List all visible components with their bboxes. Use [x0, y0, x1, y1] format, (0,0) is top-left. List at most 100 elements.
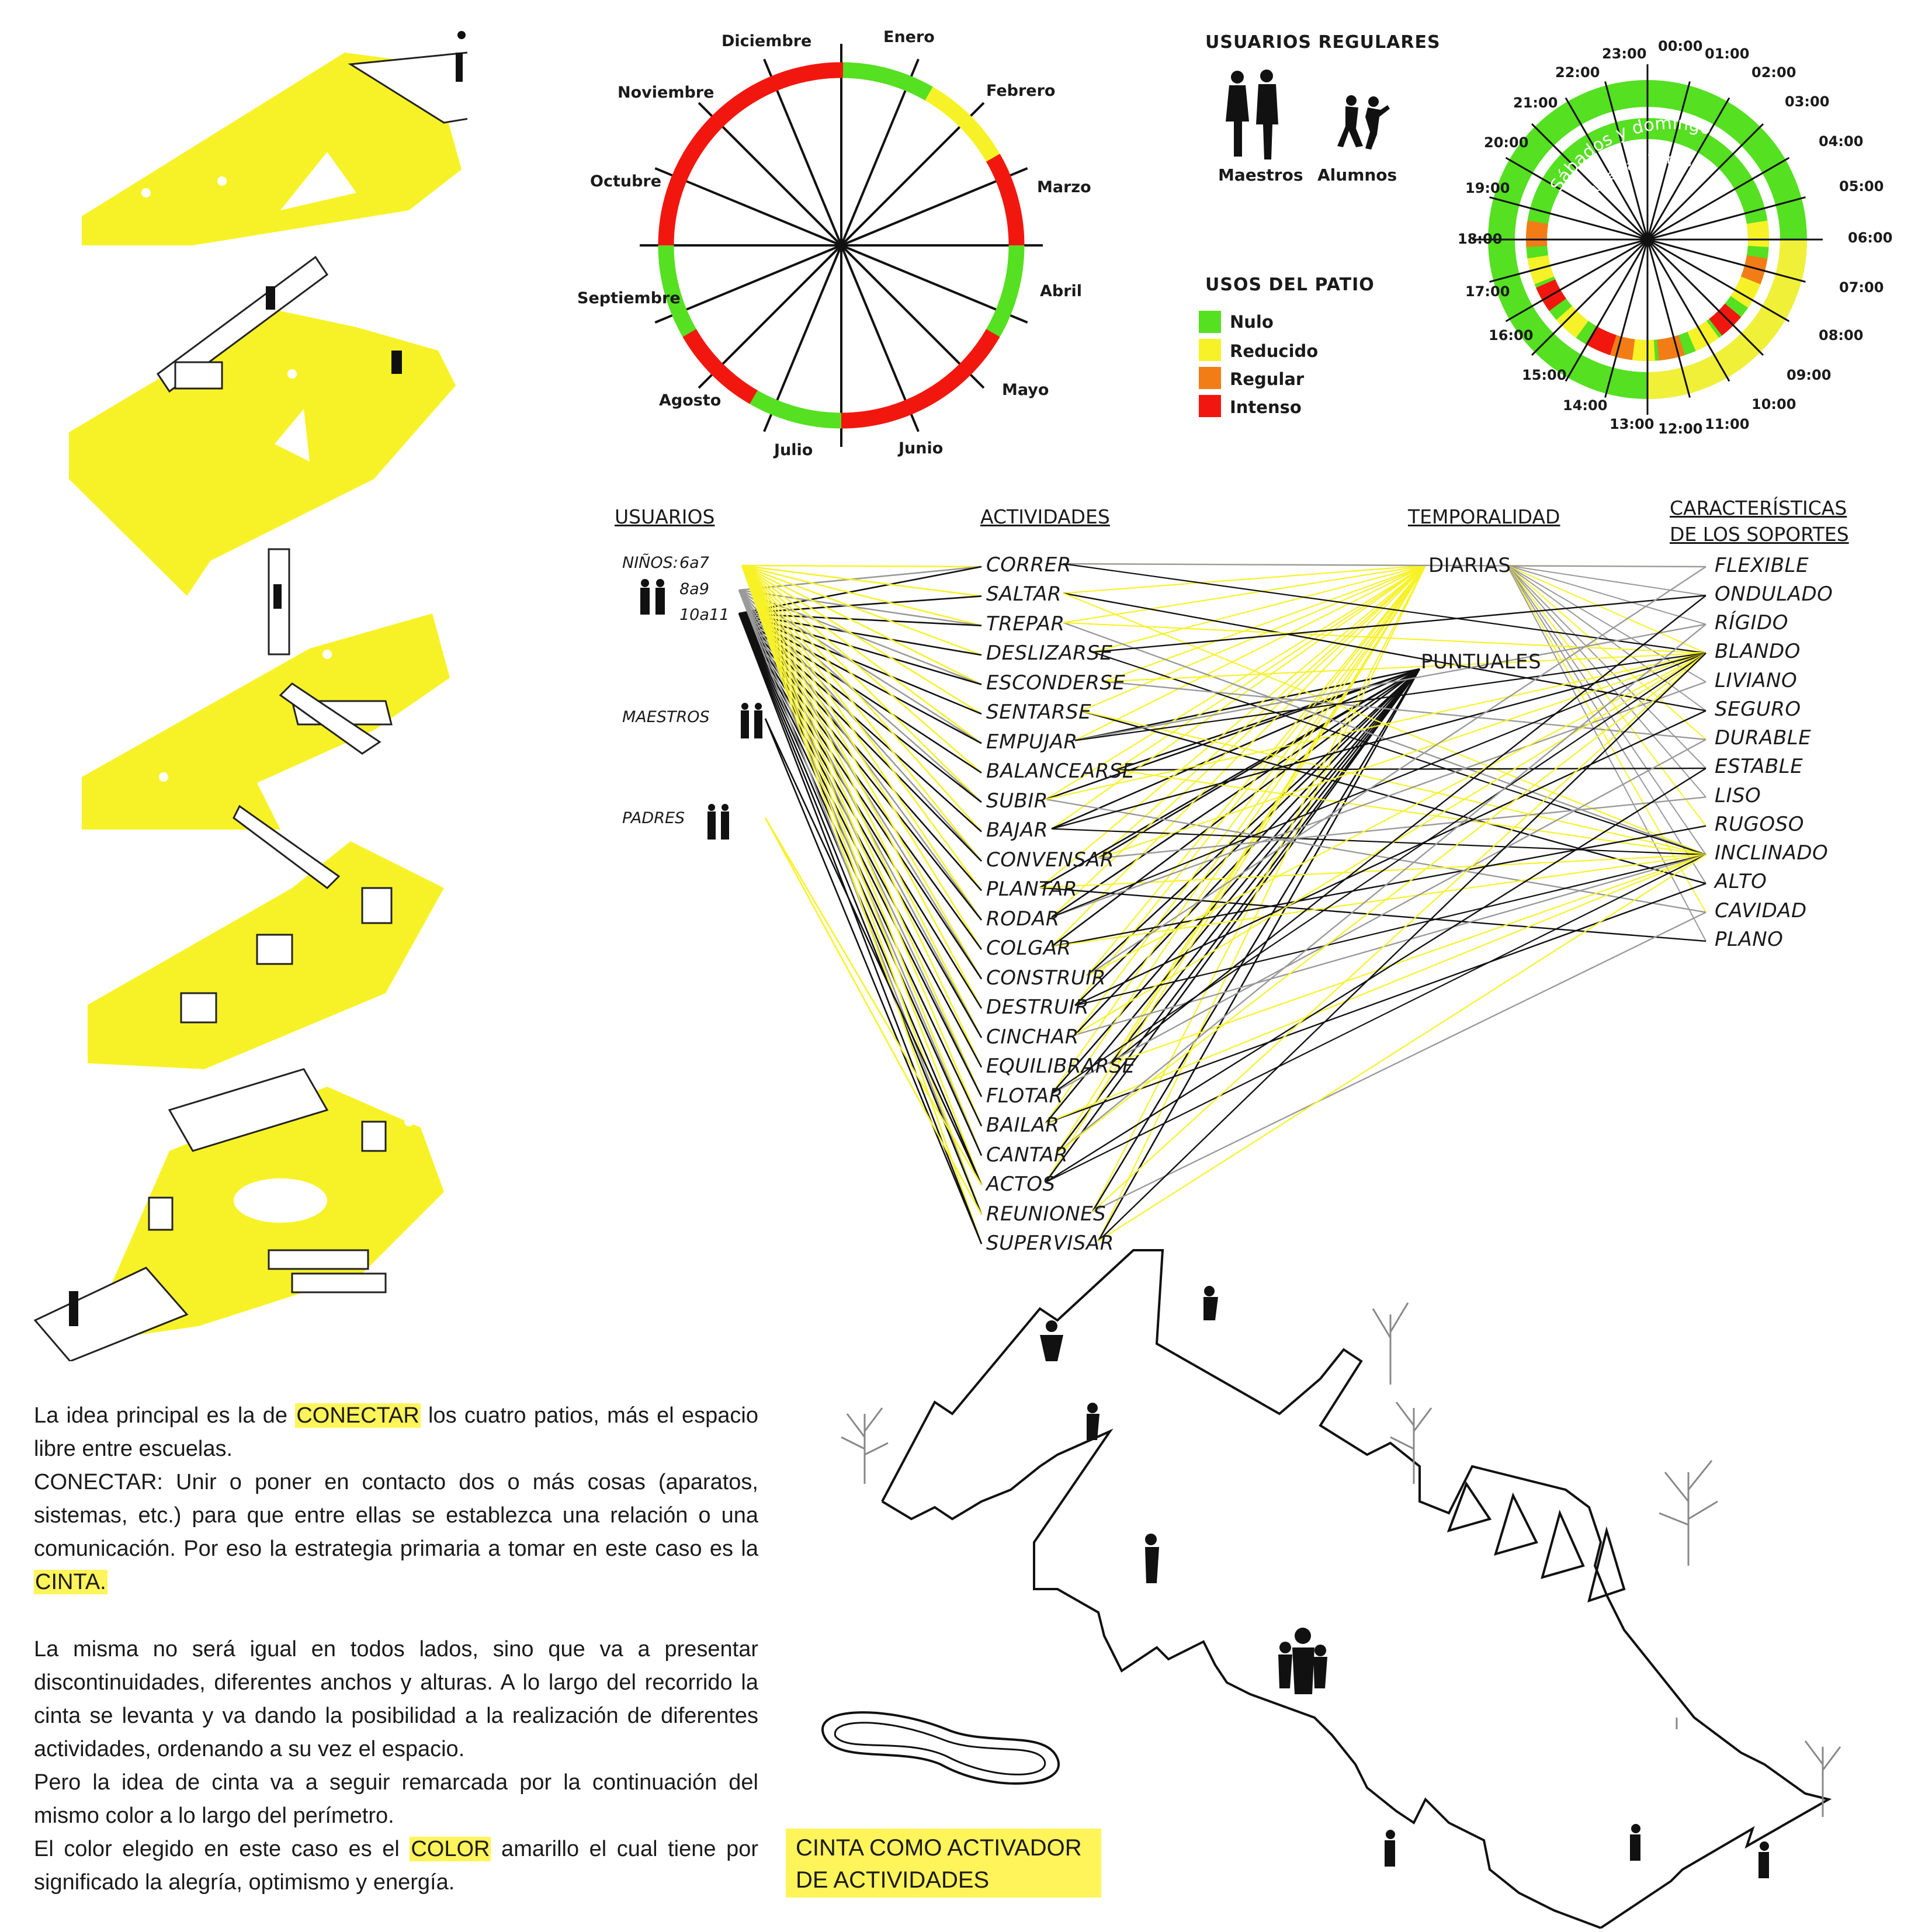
connection-line: [741, 565, 983, 862]
activity-item: CONSTRUIR: [986, 966, 1106, 990]
connection-line: [1092, 595, 1706, 653]
connection-line: [1115, 565, 1426, 771]
connection-line: [741, 565, 983, 1127]
month-usage-arc: [681, 327, 758, 404]
month-usage-arc: [748, 389, 842, 429]
connection-line: [1092, 653, 1706, 1212]
connection-line: [1074, 854, 1706, 1036]
connection-line: [1074, 668, 1420, 741]
activity-item: REUNIONES: [986, 1202, 1107, 1226]
connection-line: [1045, 883, 1706, 1124]
connection-line: [1507, 565, 1706, 855]
month-label: Abril: [1040, 282, 1083, 300]
support-item: ALTO: [1715, 870, 1767, 893]
connection-line: [1507, 565, 1706, 884]
legend-swatch-nulo: [1199, 311, 1221, 333]
hour-label: 20:00: [1484, 134, 1529, 151]
hour-label: 22:00: [1555, 64, 1600, 81]
connection-line: [1051, 652, 1706, 1095]
children-icon: [640, 579, 665, 615]
user-children: NIÑOS:: [622, 554, 678, 572]
connection-line: [1045, 668, 1420, 800]
ribbon-caption: [786, 1829, 1101, 1898]
clock-spoke: [1646, 97, 1730, 240]
connection-line: [1045, 668, 1421, 1183]
connection-line: [1051, 854, 1706, 948]
clock-spoke: [1531, 238, 1649, 356]
clock-spoke: [1604, 81, 1649, 240]
clock-spoke: [1647, 238, 1790, 322]
connection-line: [1045, 652, 1706, 800]
weekday-usage-arc: [1730, 276, 1761, 308]
hour-label: 13:00: [1610, 416, 1654, 432]
connection-line: [1051, 668, 1420, 918]
clock-spoke: [1489, 238, 1648, 283]
weekday-usage-arc: [1746, 220, 1769, 248]
connection-line: [1057, 565, 1426, 1153]
header-temporality: TEMPORALIDAD: [1408, 505, 1560, 528]
support-item: SEGURO: [1715, 698, 1801, 721]
connection-line: [1092, 564, 1426, 653]
legend-title: USOS DEL PATIO: [1205, 275, 1375, 295]
connection-line: [1092, 565, 1426, 1212]
connection-line: [1074, 854, 1706, 1007]
activity-item: DESLIZARSE: [986, 641, 1113, 665]
connection-line: [1039, 854, 1706, 889]
activity-item: SALTAR: [986, 582, 1062, 606]
teachers-icon: [1226, 70, 1278, 159]
month-usage-arc: [750, 62, 844, 100]
connection-line: [1039, 565, 1426, 889]
connection-line: [741, 565, 983, 1009]
connection-line: [1098, 565, 1426, 859]
clock-spoke: [1531, 123, 1649, 241]
connection-line: [1091, 668, 1421, 1212]
hour-label: 21:00: [1513, 95, 1558, 111]
activity-item: BALANCEARSE: [986, 759, 1135, 783]
hour-label: 11:00: [1705, 416, 1750, 432]
support-item: ONDULADO: [1715, 582, 1833, 606]
support-item: CAVIDAD: [1715, 899, 1807, 922]
connection-line: [741, 565, 983, 980]
connection-line: [1109, 595, 1706, 1065]
hour-label: 07:00: [1839, 279, 1884, 296]
connection-line: [741, 565, 983, 1038]
weekday-usage-arc: [1656, 335, 1685, 361]
connection-line: [741, 565, 983, 921]
connection-line: [741, 565, 982, 833]
connection-line: [1097, 668, 1421, 1241]
user-age: 10a11: [679, 606, 730, 624]
legend-label: Regular: [1230, 369, 1305, 389]
legend-swatch-intenso: [1199, 395, 1221, 417]
connection-line: [1056, 668, 1421, 1153]
weekday-usage-arc: [1709, 303, 1742, 336]
connection-line: [741, 564, 982, 656]
header-activities: ACTIVIDADES: [980, 505, 1110, 528]
activity-item: CINCHAR: [986, 1025, 1079, 1049]
connection-line: [741, 564, 982, 568]
ribbon-activator-drawing: [841, 1249, 1841, 1929]
connection-line: [1098, 652, 1706, 859]
clock-spoke: [1646, 239, 1691, 398]
activity-item: ACTOS: [986, 1173, 1056, 1196]
connection-line: [1063, 622, 1706, 654]
connection-line: [1045, 668, 1421, 1124]
clock-spoke: [1646, 238, 1764, 356]
clock-spoke: [1505, 238, 1648, 322]
highlight-color: COLOR: [410, 1837, 491, 1861]
activity-item: BAILAR: [986, 1114, 1060, 1137]
connection-line: [1074, 652, 1706, 741]
connection-line: [1051, 565, 1426, 830]
connection-line: [1507, 565, 1706, 596]
connection-line: [1063, 592, 1706, 712]
connection-line: [1115, 767, 1706, 771]
month-label: Junio: [899, 439, 944, 457]
connection-line: [1109, 668, 1421, 1065]
paragraph-conectar: La idea principal es la de CONECTAR los …: [34, 1399, 758, 1599]
connection-line: [1086, 668, 1420, 977]
hour-label: 06:00: [1848, 230, 1893, 246]
legend-label: Intenso: [1230, 397, 1302, 417]
connection-line: [1507, 565, 1706, 827]
legend-label: Nulo: [1230, 312, 1274, 332]
connection-line: [1051, 652, 1706, 918]
hour-label: 01:00: [1705, 46, 1750, 62]
